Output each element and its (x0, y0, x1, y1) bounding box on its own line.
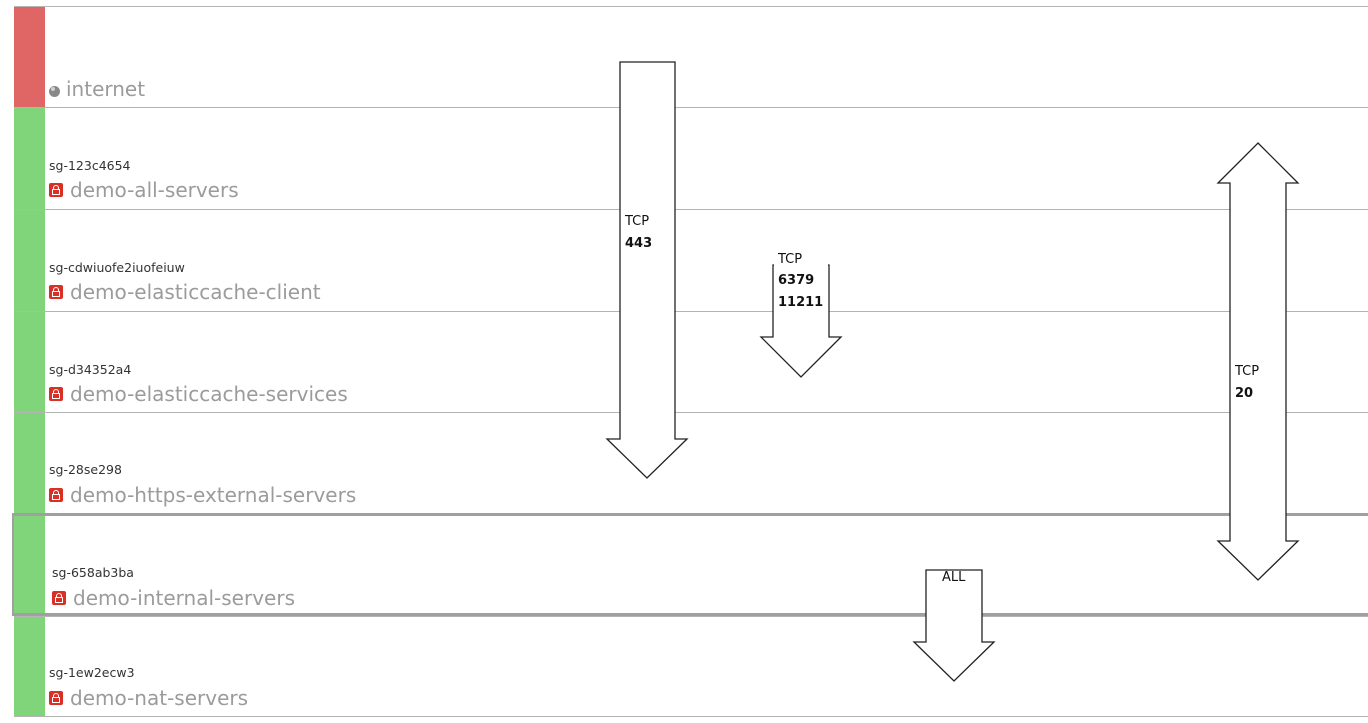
sg-name-text: demo-elasticcache-client (70, 280, 321, 304)
sg-row-demo-elasticcache-client[interactable]: sg-cdwiuofe2iuofeiuw demo-elasticcache-c… (14, 209, 1368, 312)
sg-color-strip (14, 312, 45, 413)
flow-protocol-label: TCP (777, 252, 802, 267)
sg-row-demo-elasticcache-services[interactable]: sg-d34352a4 demo-elasticcache-services (14, 311, 1368, 413)
flow-arrow-tcp-20[interactable]: TCP 20 (1216, 142, 1300, 581)
sg-name-text: demo-https-external-servers (70, 483, 357, 507)
internet-row[interactable]: internet (14, 6, 1368, 108)
flow-protocol-label: ALL (942, 570, 966, 585)
sg-name: demo-https-external-servers (49, 483, 356, 507)
sg-name: demo-elasticcache-client (49, 280, 321, 304)
sg-color-strip (14, 516, 45, 613)
flow-port-label: 11211 (778, 295, 823, 310)
sg-id: sg-1ew2ecw3 (49, 665, 135, 680)
sg-name-text: demo-elasticcache-services (70, 382, 348, 406)
sg-id: sg-cdwiuofe2iuofeiuw (49, 260, 185, 275)
sg-name: demo-all-servers (49, 178, 239, 202)
internet-name: internet (66, 77, 146, 101)
lock-icon (49, 183, 63, 197)
sg-row-demo-all-servers[interactable]: sg-123c4654 demo-all-servers (14, 107, 1368, 210)
arrow-shape (912, 569, 996, 682)
lock-icon (49, 488, 63, 502)
sg-name-text: demo-all-servers (70, 178, 239, 202)
lock-icon (52, 591, 66, 605)
flow-arrow-tcp-443[interactable]: TCP 443 (605, 61, 689, 479)
sg-id: sg-d34352a4 (49, 362, 132, 377)
lock-icon (49, 387, 63, 401)
flow-protocol-label: TCP (1234, 364, 1259, 379)
sg-name: demo-internal-servers (52, 586, 295, 610)
arrow-shape (605, 61, 689, 479)
flow-port-label: 20 (1235, 386, 1253, 401)
sg-name: demo-elasticcache-services (49, 382, 348, 406)
sg-id: sg-123c4654 (49, 158, 131, 173)
sg-name-text: demo-nat-servers (70, 686, 249, 710)
flow-arrow-tcp-6379-11211[interactable]: TCP 6379 11211 (759, 250, 843, 378)
flow-port-label: 6379 (778, 273, 814, 288)
sg-name: demo-nat-servers (49, 686, 248, 710)
sg-color-strip (14, 413, 45, 515)
sg-row-demo-internal-servers[interactable]: sg-658ab3ba demo-internal-servers (12, 513, 1368, 616)
sg-color-strip (14, 108, 45, 210)
internet-color-strip (14, 7, 45, 108)
sg-name-text: demo-internal-servers (73, 586, 295, 610)
sg-id: sg-28se298 (49, 462, 122, 477)
sg-color-strip (14, 617, 45, 717)
sg-id: sg-658ab3ba (52, 565, 134, 580)
bottom-border (14, 716, 1368, 717)
flow-arrow-all[interactable]: ALL (912, 569, 996, 682)
flow-port-label: 443 (625, 236, 652, 251)
globe-icon (49, 85, 60, 97)
lock-icon (49, 691, 63, 705)
label-backdrop (774, 250, 828, 316)
sg-row-demo-nat-servers[interactable]: sg-1ew2ecw3 demo-nat-servers (14, 616, 1368, 717)
lock-icon (49, 285, 63, 299)
flow-protocol-label: TCP (624, 214, 649, 229)
internet-label: internet (49, 77, 145, 101)
sg-color-strip (14, 210, 45, 312)
arrow-shape (1216, 142, 1300, 581)
sg-row-demo-https-external-servers[interactable]: sg-28se298 demo-https-external-servers (14, 412, 1368, 515)
